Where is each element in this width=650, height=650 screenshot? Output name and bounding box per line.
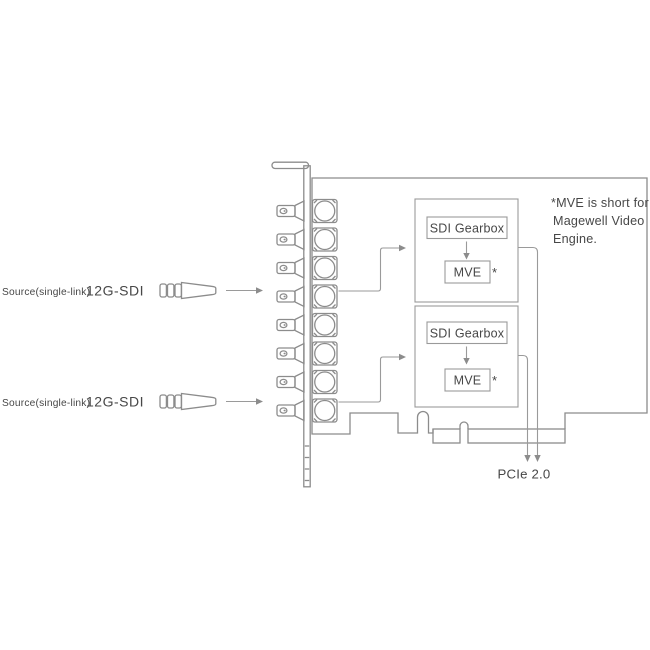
- bnc-connector: [276, 198, 338, 224]
- footnote-line: *MVE is short for: [551, 196, 649, 210]
- footnote-marker: *: [492, 265, 497, 280]
- source-label-standard: 12G-SDI: [86, 282, 144, 298]
- mve-box: [444, 368, 491, 392]
- footnote-marker: *: [492, 373, 497, 388]
- pcie-bus-label: PCIe 2.0: [498, 467, 551, 482]
- bnc-connector: [276, 398, 338, 423]
- source-input-1: Source(single-link) 12G-SDI: [2, 281, 264, 300]
- mve-label: MVE: [454, 266, 482, 280]
- finger-segment-long: [467, 428, 566, 444]
- sdi-cable-plug-icon: [159, 392, 264, 411]
- sdi-gearbox-label: SDI Gearbox: [430, 222, 505, 236]
- arrowhead-down-icon: [463, 358, 470, 365]
- bracket-strip: [303, 165, 311, 488]
- mve-box: [444, 260, 491, 284]
- sdi-gearbox-label: SDI Gearbox: [430, 327, 505, 341]
- connector-key-notch: [459, 421, 469, 429]
- processing-module-1: SDI Gearbox MVE *: [414, 198, 519, 303]
- pcie-bus: PCIe 2.0: [498, 246, 551, 482]
- sdi-gearbox-box: [426, 321, 508, 345]
- arrowhead-down-icon: [463, 253, 470, 260]
- bus-line-2: [518, 354, 529, 455]
- bracket-top-hook: [271, 161, 310, 170]
- sdi-gearbox-box: [426, 216, 508, 240]
- module-box: [414, 305, 519, 408]
- bnc-connector: [276, 341, 338, 366]
- arrowhead-right-icon: [399, 353, 406, 361]
- route-arrow-2: [338, 356, 399, 403]
- arrowhead-right-icon: [399, 244, 406, 252]
- arrowhead-down-icon: [534, 455, 541, 462]
- route-arrow-1: [338, 247, 399, 292]
- source-label-prefix: Source(single-link): [2, 287, 90, 298]
- bnc-connector-column: [276, 198, 338, 423]
- bnc-connector: [276, 255, 338, 281]
- processing-module-2: SDI Gearbox MVE *: [414, 305, 519, 408]
- mve-footnote: *MVE is short for Magewell Video Engine.: [551, 196, 649, 246]
- source-label-prefix: Source(single-link): [2, 398, 90, 409]
- finger-segment-short: [432, 428, 461, 444]
- bus-line-1: [518, 246, 539, 455]
- source-input-2: Source(single-link) 12G-SDI: [2, 392, 264, 411]
- bnc-connector: [276, 284, 338, 309]
- edge-connector-fingers: [432, 421, 566, 444]
- footnote-line: Magewell Video: [553, 214, 644, 228]
- bnc-connector: [276, 312, 338, 338]
- mve-label: MVE: [454, 374, 482, 388]
- module-box: [414, 198, 519, 303]
- bracket-notches: [304, 445, 310, 482]
- footnote-line: Engine.: [553, 232, 597, 246]
- bnc-connector: [276, 369, 338, 395]
- sdi-cable-plug-icon: [159, 281, 264, 300]
- source-label-standard: 12G-SDI: [86, 393, 144, 409]
- bnc-connector: [276, 227, 338, 252]
- signal-routing-arrows: [338, 244, 406, 403]
- arrowhead-down-icon: [524, 455, 531, 462]
